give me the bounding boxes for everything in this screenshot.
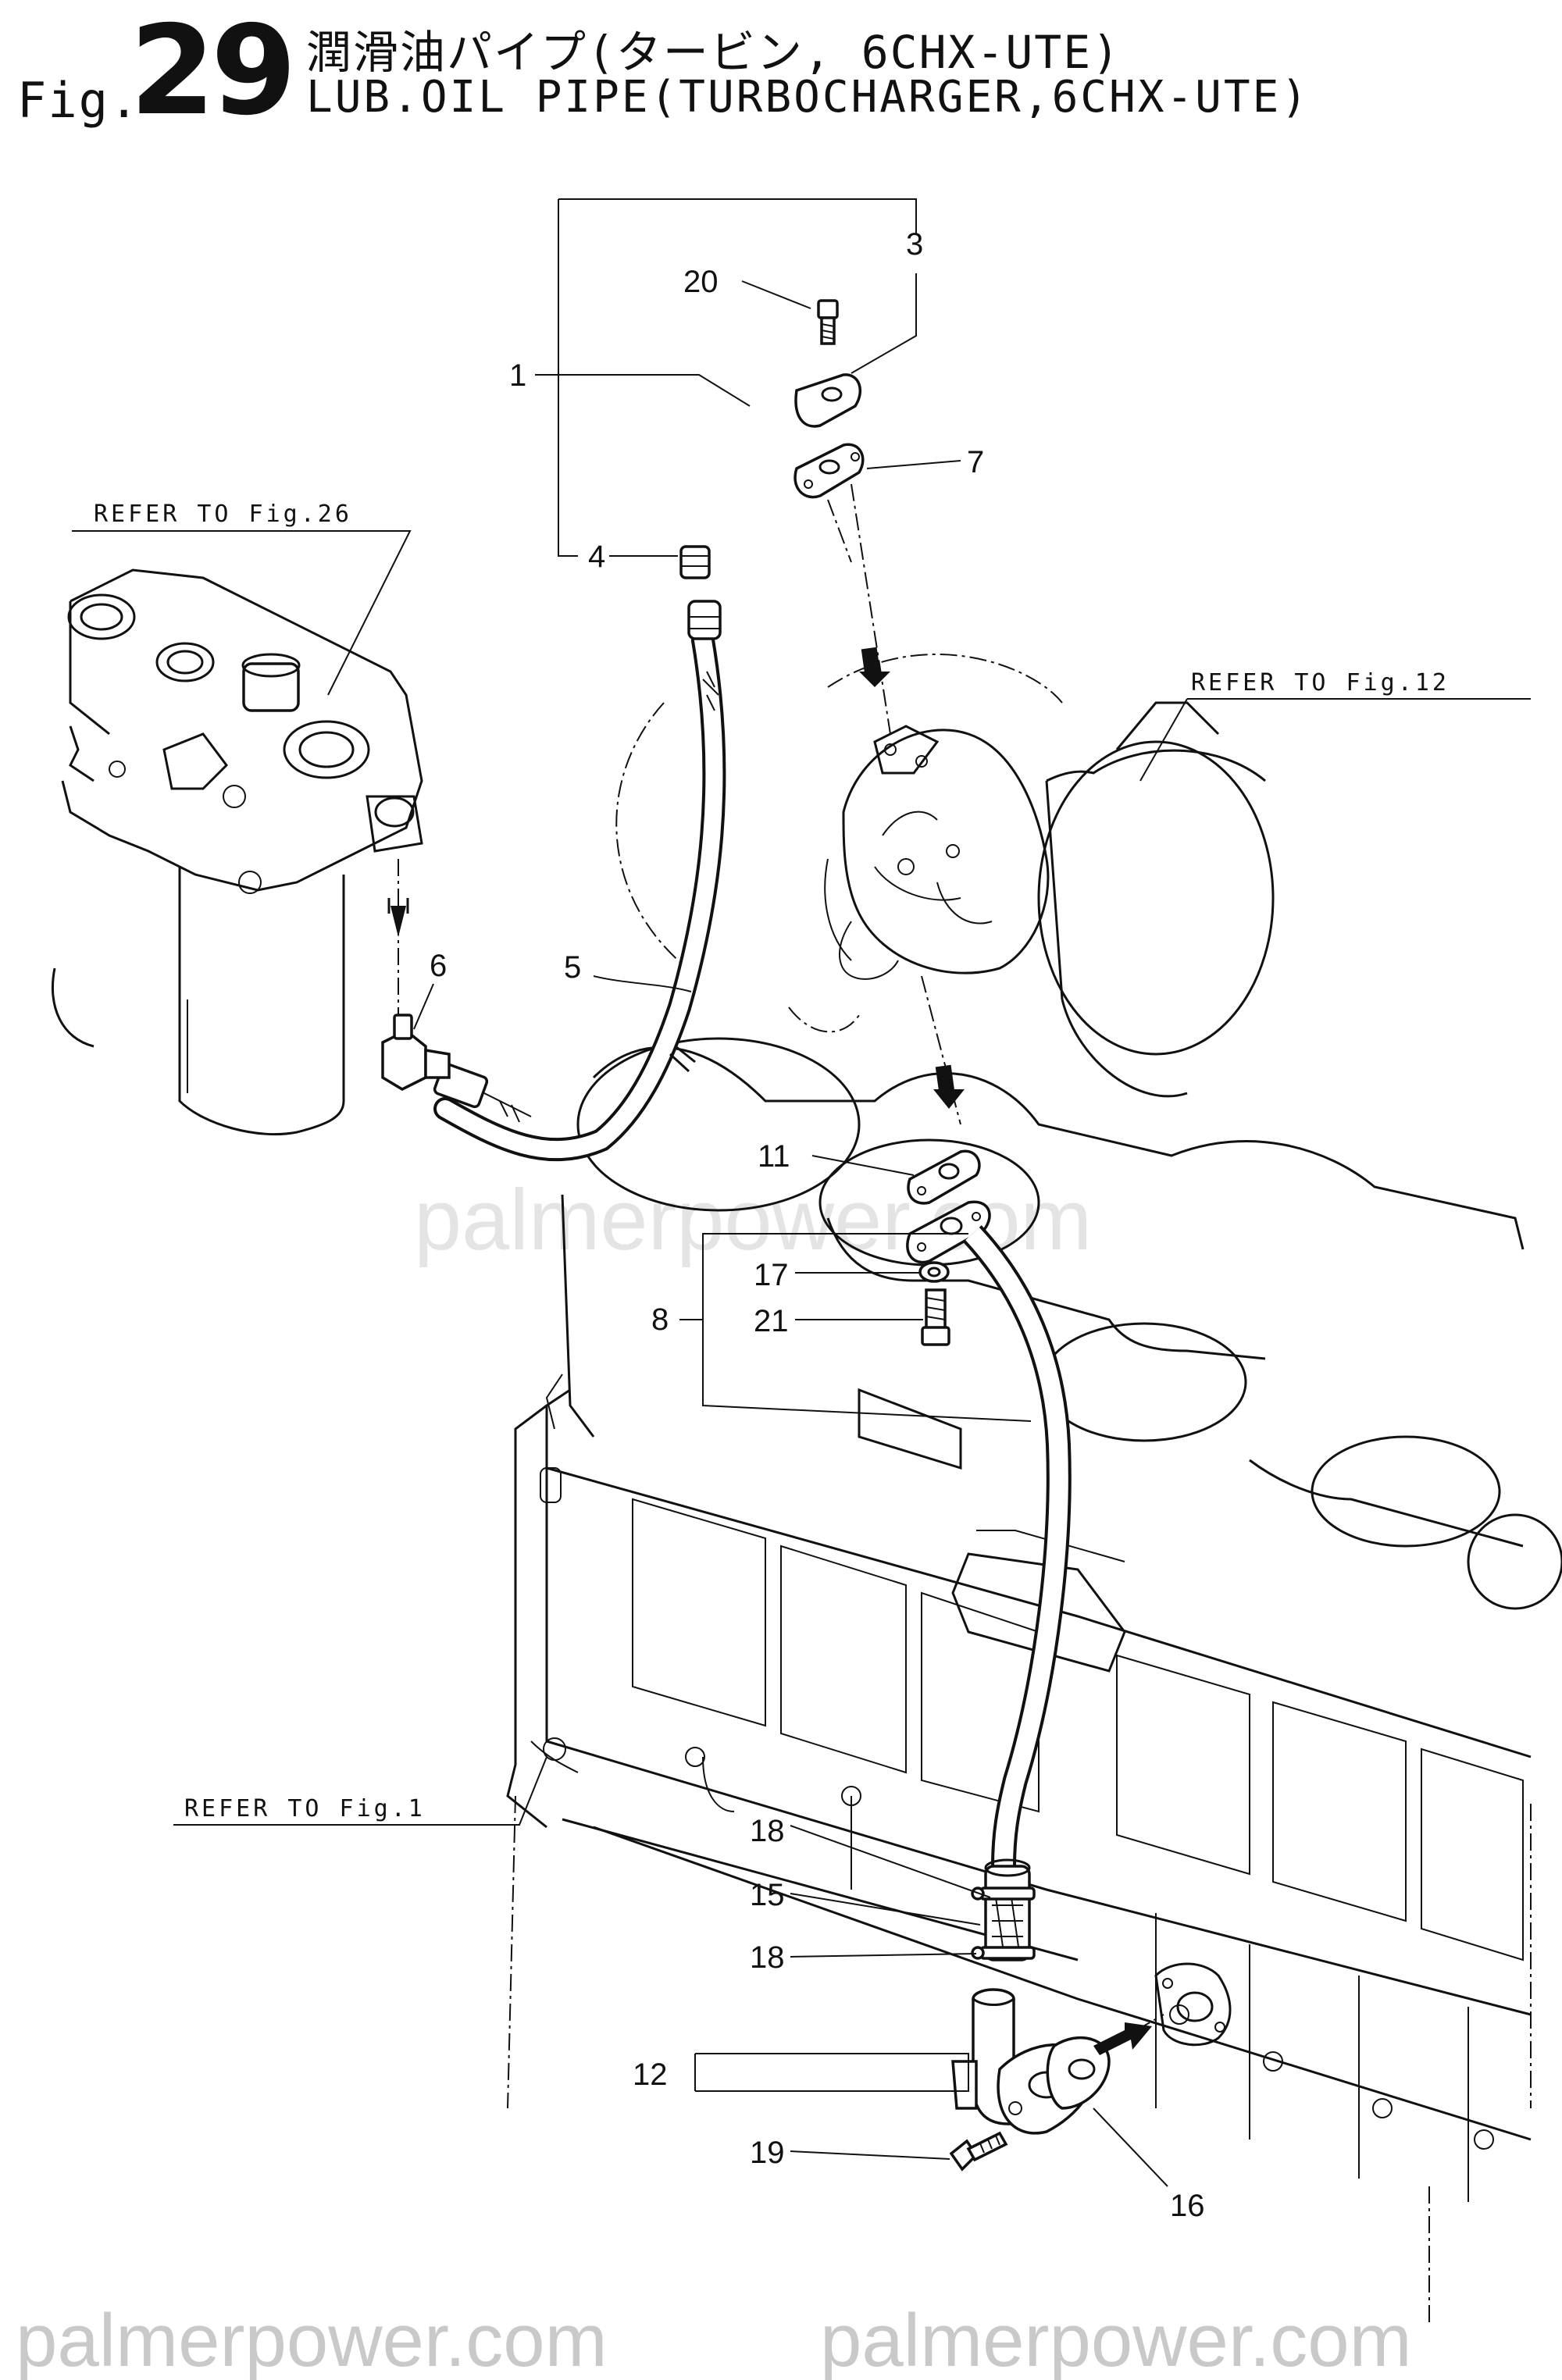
refer-fig-12: REFER TO Fig.12 (1191, 669, 1450, 697)
callout-18-upper: 18 (750, 1814, 785, 1848)
part-17-washer (918, 1261, 950, 1283)
refer-fig-1: REFER TO Fig.1 (184, 1795, 426, 1822)
callout-12: 12 (633, 2058, 668, 2092)
figure-number: 29 (130, 0, 297, 143)
watermark-bottom-right: palmerpower.com (820, 2299, 1412, 2380)
part-15-rubber-hose (984, 1858, 1031, 1961)
callout-18-lower: 18 (750, 1940, 785, 1975)
callout-1: 1 (509, 358, 526, 393)
callout-11: 11 (758, 1139, 790, 1174)
part-5-oil-hose (433, 600, 726, 1162)
callout-15: 15 (750, 1878, 785, 1912)
figure-label: Fig. (17, 72, 141, 129)
part-6-elbow-fitting (381, 1014, 451, 1091)
refer-fig-26: REFER TO Fig.26 (94, 501, 352, 528)
callout-20: 20 (683, 265, 719, 299)
callout-16: 16 (1170, 2189, 1205, 2223)
part-1-oil-pipe (679, 351, 862, 579)
part-7-gasket (793, 443, 865, 563)
part-8-oil-pipe (906, 1200, 1072, 1867)
callout-5: 5 (564, 950, 581, 985)
oil-filter-drawing (51, 568, 423, 1136)
turbocharger-drawing (615, 483, 1275, 1125)
callout-8: 8 (651, 1302, 669, 1337)
leader-lines (72, 198, 1531, 2187)
arrow-to-block (1093, 2014, 1164, 2055)
title-japanese: 潤滑油パイプ(タービン, 6CHX-UTE) (306, 26, 1122, 79)
watermark-bottom-left: palmerpower.com (16, 2299, 608, 2380)
part-19-bolt (949, 2131, 1008, 2172)
callout-19: 19 (750, 2136, 785, 2170)
part-21-bolt (921, 1288, 950, 1346)
callout-3: 3 (906, 227, 923, 262)
callout-17: 17 (754, 1258, 789, 1292)
part-11-gasket (907, 1149, 981, 1205)
callout-7: 7 (967, 445, 984, 479)
part-16-gasket (1046, 2036, 1111, 2110)
part-18-hose-clamp (971, 1887, 1036, 1960)
callout-6: 6 (430, 949, 447, 983)
callout-4: 4 (588, 540, 605, 574)
title-english: LUB.OIL PIPE(TURBOCHARGER,6CHX-UTE) (306, 72, 1311, 123)
part-20-bolt (817, 299, 839, 345)
callout-21: 21 (754, 1304, 789, 1338)
